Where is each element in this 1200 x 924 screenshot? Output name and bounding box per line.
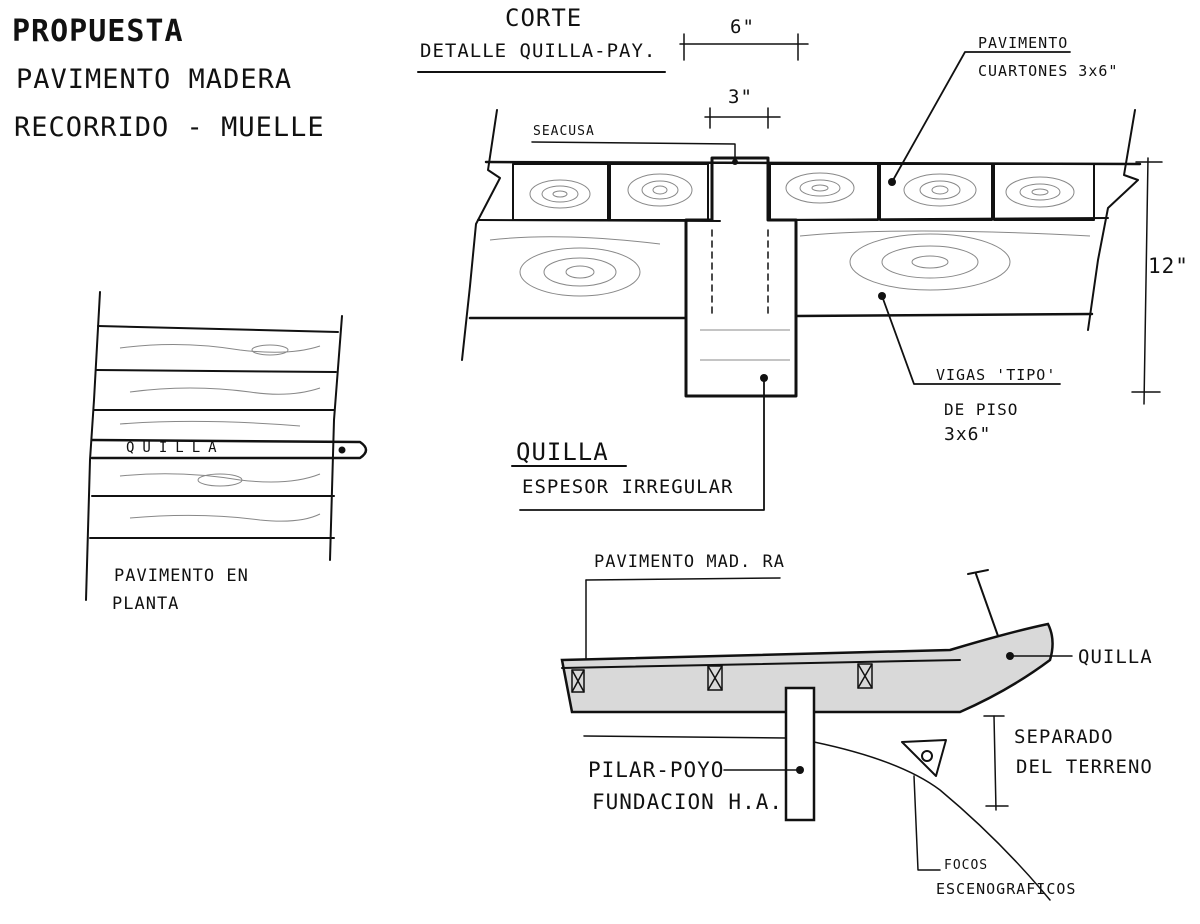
dim-line-12in [1143,157,1149,405]
label-de-piso: DE PISO [944,400,1019,419]
leader-vigas [881,295,1061,385]
elev-blocks [571,663,873,693]
quilla-section [684,156,798,398]
viga-bottom-line-right [794,312,1094,318]
elev-label-quilla: QUILLA [1078,646,1153,668]
elev-label-pilar1: PILAR-POYO [588,758,725,782]
elev-post [975,573,999,637]
leader-dot [888,178,896,186]
plan-caption-line1: PAVIMENTO EN [114,566,249,586]
cuarton-board [512,163,609,221]
label-vigas: VIGAS 'TIPO' [936,366,1057,384]
plank-line [97,325,339,333]
cuarton-board [609,163,709,221]
leader-dot [878,292,886,300]
dim-label-12in: 12" [1148,254,1189,278]
elev-post-cap [967,569,989,575]
title-line1: PROPUESTA [12,14,184,49]
elev-bracket-top [585,577,781,581]
leader-seacusa [531,141,736,163]
heading-corte: CORTE [505,4,583,32]
dim-label-3in: 3" [728,86,753,108]
break-line-right [1087,109,1139,331]
elev-label-focos2: ESCENOGRAFICOS [936,880,1077,898]
elev-label-pilar2: FUNDACION H.A. [592,790,784,814]
elev-label-separado2: DEL TERRENO [1016,756,1153,778]
plan-break-left [85,291,101,601]
elev-label-pavimento: PAVIMENTO MAD. RA [594,552,785,572]
plan-quilla [90,438,368,460]
title-line3: RECORRIDO - MUELLE [14,112,325,143]
leader-quilla [519,377,765,511]
leader-pavimento [891,51,1071,183]
label-vigas-size: 3x6" [944,424,992,445]
elev-label-separado1: SEPARADO [1014,726,1114,748]
plan-quilla-dot [338,446,346,454]
plan-break-right [329,315,343,561]
leader-focos [913,775,941,871]
dim-label-6in: 6" [730,16,755,38]
label-espesor: ESPESOR IRREGULAR [522,476,734,498]
elevation-view [560,569,1073,901]
dim-separado [993,715,997,811]
leader-dot [760,374,768,382]
section-detail [417,33,1163,511]
focos-lens [921,750,933,762]
plank-line [95,369,337,373]
label-pavimento: PAVIMENTO [978,34,1069,52]
plan-caption-line2: PLANTA [112,594,180,614]
ground-line-right [813,741,1051,901]
leader-dot [1006,652,1014,660]
label-cuartones: CUARTONES 3x6" [978,62,1119,80]
title-line2: PAVIMENTO MADERA [16,64,293,95]
plan-view [85,291,368,601]
break-line-left [461,109,501,361]
viga-grain [489,230,1091,297]
cuarton-board [993,163,1095,221]
label-quilla-detail: QUILLA [516,438,609,466]
focos-fixture [901,739,947,777]
plan-quilla-label: QUILLA [126,440,225,456]
cuarton-board [769,163,879,221]
cuartones-row [512,163,1095,221]
leader-dot [732,159,738,165]
elev-deck-line [561,659,961,669]
plan-grain [119,343,321,522]
ground-line-left [583,735,787,739]
leader-dot [796,766,804,774]
elev-quilla [560,622,1054,714]
heading-detalle: DETALLE QUILLA-PAY. [420,40,657,62]
cuarton-board [879,163,993,221]
elev-label-focos1: FOCOS [944,858,989,873]
elev-pillar [784,686,816,822]
label-seacusa: SEACUSA [533,124,595,139]
